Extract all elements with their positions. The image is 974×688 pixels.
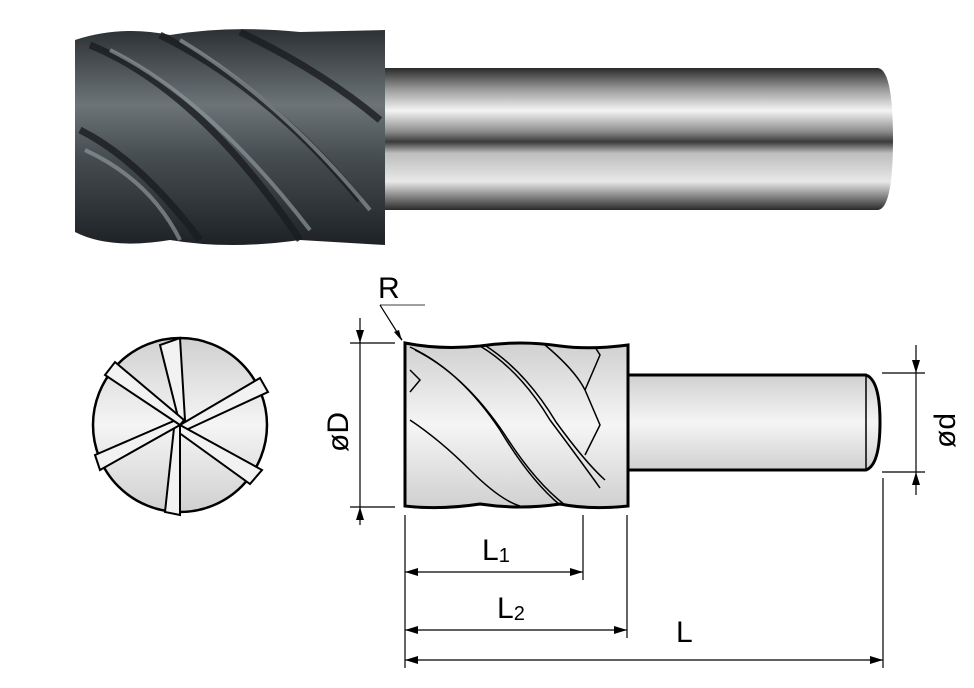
side-flutes (409, 344, 606, 507)
side-shank (626, 373, 882, 472)
length-below-shank-label: L2 (497, 592, 525, 625)
photo-shank (385, 68, 893, 210)
flute-length-label: L1 (482, 534, 510, 567)
shank-diameter-label: ød (929, 413, 962, 448)
shank-diameter-dimension (882, 345, 925, 495)
end-view (91, 336, 270, 517)
cutting-diameter-label: øD (322, 412, 355, 452)
end-mill-photo (75, 28, 893, 246)
cutting-diameter-dimension (350, 318, 395, 525)
side-view: R øD ød L1 L2 (322, 272, 962, 668)
overall-length-label: L (676, 616, 693, 649)
corner-radius-label: R (378, 272, 400, 305)
